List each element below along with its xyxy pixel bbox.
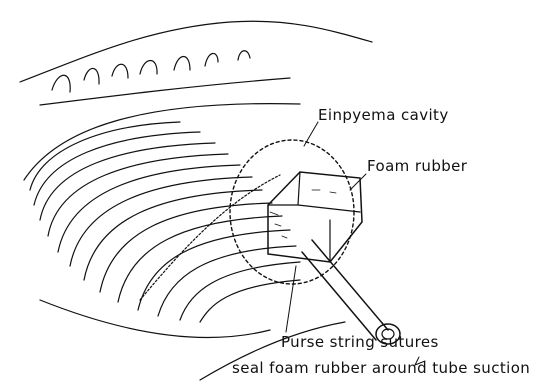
purse-string-label: Purse string sutures: [281, 333, 439, 351]
rib-arcs: [24, 104, 300, 322]
spine-outline: [20, 21, 372, 105]
foam-rubber-label: Foam rubber: [367, 157, 467, 175]
empyema-cavity-label: Einpyema cavity: [318, 106, 449, 124]
foam-rubber-block: [268, 172, 362, 262]
seal-note-label: seal foam rubber around tube suction: [232, 359, 530, 377]
